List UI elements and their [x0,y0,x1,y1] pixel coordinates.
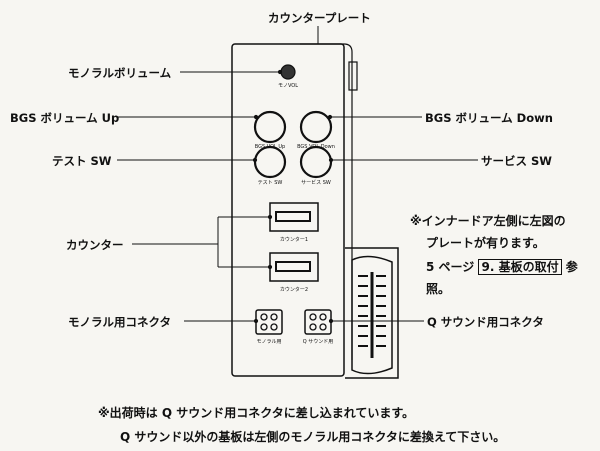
test-switch [253,145,287,179]
door-latch [348,61,358,91]
bgs-vol-up-knob [253,110,287,144]
label-test-sw: テスト SW [52,154,112,168]
side-note-line1: ※インナードア左側に左図の [410,214,566,228]
side-note-section-ref: 9. 基板の取付 [478,259,562,275]
panel-bgs-vol-up: BGS VOL Up [254,144,286,150]
counter-1-window [275,211,311,222]
panel-mono-use: モノラル用 [256,339,282,345]
panel-q-sound-use: Q サウンド用 [302,339,334,345]
mono-connector [255,309,283,335]
service-switch [299,145,333,179]
label-service-sw: サービス SW [481,154,552,168]
side-note-line3: 5 ページ 9. 基板の取付 参 [426,258,578,275]
edge-connector-body [351,255,393,375]
label-mono-connector: モノラル用コネクタ [68,315,172,329]
side-note-line2: プレートが有ります。 [426,236,545,250]
footer-note-2: Q サウンド以外の基板は左側のモノラル用コネクタに差換えて下さい。 [120,430,506,444]
counter-plate [231,43,345,377]
q-sound-connector [304,309,332,335]
inner-door-edge [300,43,353,360]
side-note-suffix: 参 [565,260,578,274]
panel-counter2: カウンター2 [279,287,309,293]
panel-counter1: カウンター1 [279,237,309,243]
footer-note-1: ※出荷時は Q サウンド用コネクタに差し込まれています。 [98,406,415,420]
label-bgs-vol-down: BGS ボリューム Down [425,111,553,125]
label-counter-plate: カウンタープレート [268,11,371,25]
panel-test-sw: テスト SW [257,180,283,186]
panel-service-sw: サービス SW [301,180,331,186]
mono-volume-knob [280,64,296,80]
label-mono-volume: モノラルボリューム [68,66,172,80]
counter-2-window [275,261,311,272]
side-note-line4: 照。 [426,282,451,296]
label-counter: カウンター [66,238,124,252]
edge-connector-housing [345,247,399,379]
panel-bgs-vol-down: BGS VOL Down [297,144,335,150]
side-note-page-ref: 5 ページ [426,260,475,274]
label-bgs-vol-up: BGS ボリューム Up [10,111,120,125]
panel-mono-vol: モノVOL [277,83,299,89]
label-q-connector: Q サウンド用コネクタ [427,315,544,329]
bgs-vol-down-knob [299,110,333,144]
